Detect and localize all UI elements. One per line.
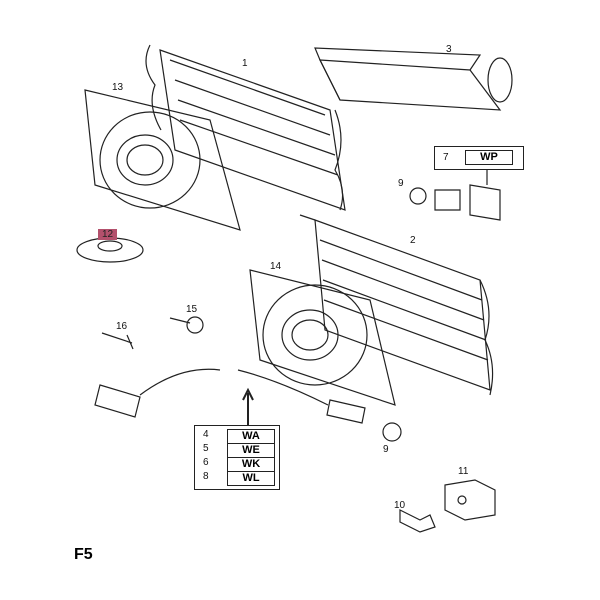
part-number-12-highlighted[interactable]: 12 — [98, 229, 118, 240]
wire-part-number: 6 — [203, 457, 209, 468]
fan-shroud-upper — [84, 89, 241, 231]
wire-code: WE — [227, 443, 275, 458]
relay — [444, 479, 496, 521]
wire-code: WL — [227, 471, 275, 486]
bolt-15 — [169, 316, 204, 334]
wire-code: WA — [227, 429, 275, 444]
o-ring-upper — [409, 187, 427, 205]
figure-label: F5 — [74, 546, 93, 563]
wiring-harness — [94, 368, 366, 425]
temp-switch-upper — [434, 170, 501, 221]
part-number-15: 15 — [186, 304, 198, 315]
part-number-16: 16 — [116, 321, 128, 332]
wp-code-box: 7 WP — [434, 146, 524, 170]
intercooler — [314, 47, 513, 111]
o-ring-lower — [382, 422, 402, 442]
radiator-upper — [145, 44, 346, 211]
part-number-9-lower: 9 — [383, 444, 389, 455]
wire-part-number: 4 — [203, 429, 209, 440]
part-number-3: 3 — [446, 44, 452, 55]
wp-part-number: 7 — [443, 152, 449, 163]
part-number-2: 2 — [410, 235, 416, 246]
part-number-11: 11 — [458, 466, 469, 477]
grommet — [76, 237, 144, 263]
wire-part-number: 5 — [203, 443, 209, 454]
wire-code-box: 4 WA 5 WE 6 WK 8 WL — [194, 425, 280, 490]
part-number-9-upper: 9 — [398, 178, 404, 189]
wire-code: WK — [227, 457, 275, 472]
part-number-13: 13 — [112, 82, 124, 93]
part-number-10: 10 — [394, 500, 406, 511]
fan-shroud-lower — [249, 269, 396, 406]
wp-code: WP — [465, 150, 513, 165]
radiator-lower — [299, 214, 494, 396]
clip — [399, 509, 436, 533]
part-number-14: 14 — [270, 261, 282, 272]
part-number-1: 1 — [242, 58, 248, 69]
wire-part-number: 8 — [203, 471, 209, 482]
screw-16 — [101, 332, 134, 350]
